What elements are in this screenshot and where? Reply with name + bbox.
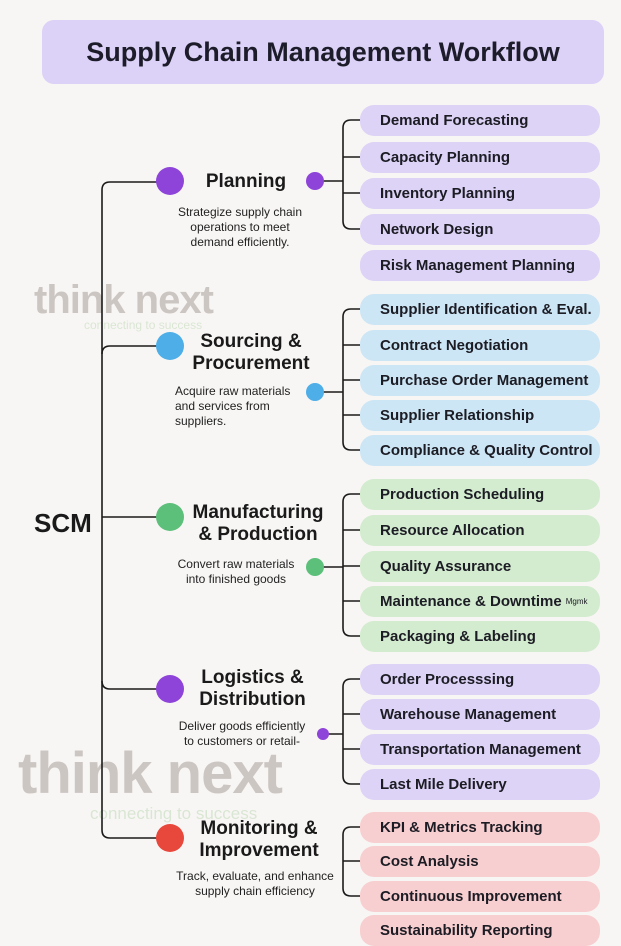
- task-pill: Continuous Improvement: [360, 881, 600, 912]
- title-line: Improvement: [199, 840, 319, 861]
- manufacturing-dot: [306, 558, 324, 576]
- title-banner: Supply Chain Management Workflow: [42, 20, 604, 84]
- monitoring-node: [156, 824, 184, 852]
- title-line: Logistics &: [201, 667, 304, 688]
- desc-line: Deliver goods efficiently: [178, 719, 306, 733]
- sourcing-node: [156, 332, 184, 360]
- stage-title-monitoring: Monitoring &Improvement: [190, 818, 328, 862]
- planning-dot: [306, 172, 324, 190]
- logistics-dot: [317, 728, 329, 740]
- stage-title-planning: Planning: [205, 171, 287, 192]
- task-pill: Resource Allocation: [360, 515, 600, 546]
- task-label: Maintenance & Downtime: [380, 593, 562, 610]
- stage-title-logistics: Logistics &Distribution: [190, 667, 315, 711]
- task-pill: Packaging & Labeling: [360, 621, 600, 652]
- task-pill: Last Mile Delivery: [360, 769, 600, 800]
- title-line: Manufacturing: [192, 502, 324, 523]
- root-label: SCM: [34, 508, 92, 538]
- watermark-logo: think next: [18, 741, 283, 806]
- desc-line: to customers or retail-: [183, 734, 301, 748]
- task-pill: Demand Forecasting: [360, 105, 600, 136]
- desc-line: operations to meet: [190, 220, 290, 234]
- desc-line: supply chain efficiency: [195, 884, 315, 898]
- task-pill: Sustainability Reporting: [360, 915, 600, 946]
- title-line: Monitoring &: [200, 818, 318, 839]
- task-pill: Transportation Management: [360, 734, 600, 765]
- page-title: Supply Chain Management Workflow: [86, 36, 560, 67]
- task-pill: Cost Analysis: [360, 846, 600, 877]
- desc-line: and services from: [175, 399, 270, 413]
- task-pill: Contract Negotiation: [360, 330, 600, 361]
- desc-line: suppliers.: [175, 414, 227, 428]
- task-pill: Warehouse Management: [360, 699, 600, 730]
- desc-line: Acquire raw materials: [175, 384, 291, 398]
- manufacturing-node: [156, 503, 184, 531]
- desc-line: Strategize supply chain: [177, 205, 303, 219]
- stage-title-manufacturing: Manufacturing& Production: [186, 502, 330, 546]
- title-line: Procurement: [192, 353, 310, 374]
- desc-line: Track, evaluate, and enhance: [176, 869, 334, 883]
- task-pill: Inventory Planning: [360, 178, 600, 209]
- task-pill: Supplier Relationship: [360, 400, 600, 431]
- desc-line: Convert raw materials: [177, 557, 295, 571]
- task-pill: Capacity Planning: [360, 142, 600, 173]
- watermark-logo: think next: [34, 278, 214, 322]
- title-line: Distribution: [199, 689, 306, 710]
- logistics-node: [156, 675, 184, 703]
- task-pill: Risk Management Planning: [360, 250, 600, 281]
- title-line: & Production: [198, 524, 318, 545]
- task-pill: Order Processsing: [360, 664, 600, 695]
- desc-line: into finished goods: [185, 572, 287, 586]
- stage-title-sourcing: Sourcing &Procurement: [186, 331, 316, 375]
- planning-node: [156, 167, 184, 195]
- watermark-tagline: connecting to success: [84, 318, 203, 332]
- task-suffix: Mgmk: [565, 597, 588, 606]
- task-pill: Production Scheduling: [360, 479, 600, 510]
- sourcing-dot: [306, 383, 324, 401]
- watermark-tagline: connecting to success: [90, 804, 258, 823]
- title-line: Sourcing &: [200, 331, 302, 352]
- task-pill: KPI & Metrics Tracking: [360, 812, 600, 843]
- desc-line: demand efficiently.: [190, 235, 290, 249]
- task-pill: Purchase Order Management: [360, 365, 600, 396]
- task-pill: Quality Assurance: [360, 551, 600, 582]
- task-pill: Supplier Identification & Eval.: [360, 294, 600, 325]
- task-pill: Network Design: [360, 214, 600, 245]
- task-pill: Compliance & Quality Control: [360, 435, 600, 466]
